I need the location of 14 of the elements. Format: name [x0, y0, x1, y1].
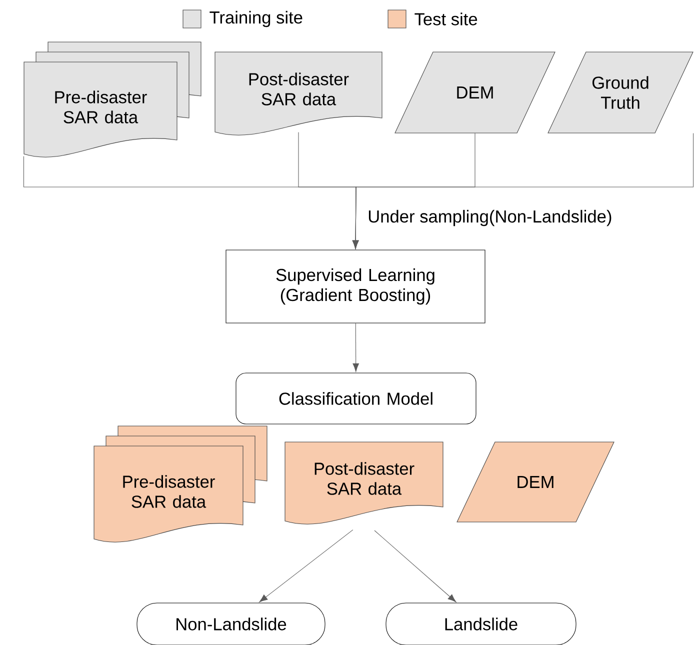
- bracket-arrow: [352, 133, 694, 249]
- legend-label: Training site: [210, 10, 302, 28]
- legend-label: Test site: [414, 12, 478, 26]
- arrow: [352, 323, 359, 372]
- process-box: Supervised Learning (Gradient Boosting): [226, 250, 486, 324]
- rounded-box: Classification Model: [236, 372, 476, 424]
- data-parallelogram: DEM: [394, 52, 556, 134]
- edge-label: Under sampling(Non-Landslide): [368, 210, 612, 226]
- arrow: [259, 530, 354, 602]
- data-parallelogram: Ground Truth: [548, 52, 694, 134]
- data-parallelogram: DEM: [456, 442, 614, 522]
- arrow: [374, 530, 456, 602]
- document-stack: Pre-disaster SAR data: [94, 426, 268, 542]
- document-stack: Pre-disaster SAR data: [24, 42, 202, 158]
